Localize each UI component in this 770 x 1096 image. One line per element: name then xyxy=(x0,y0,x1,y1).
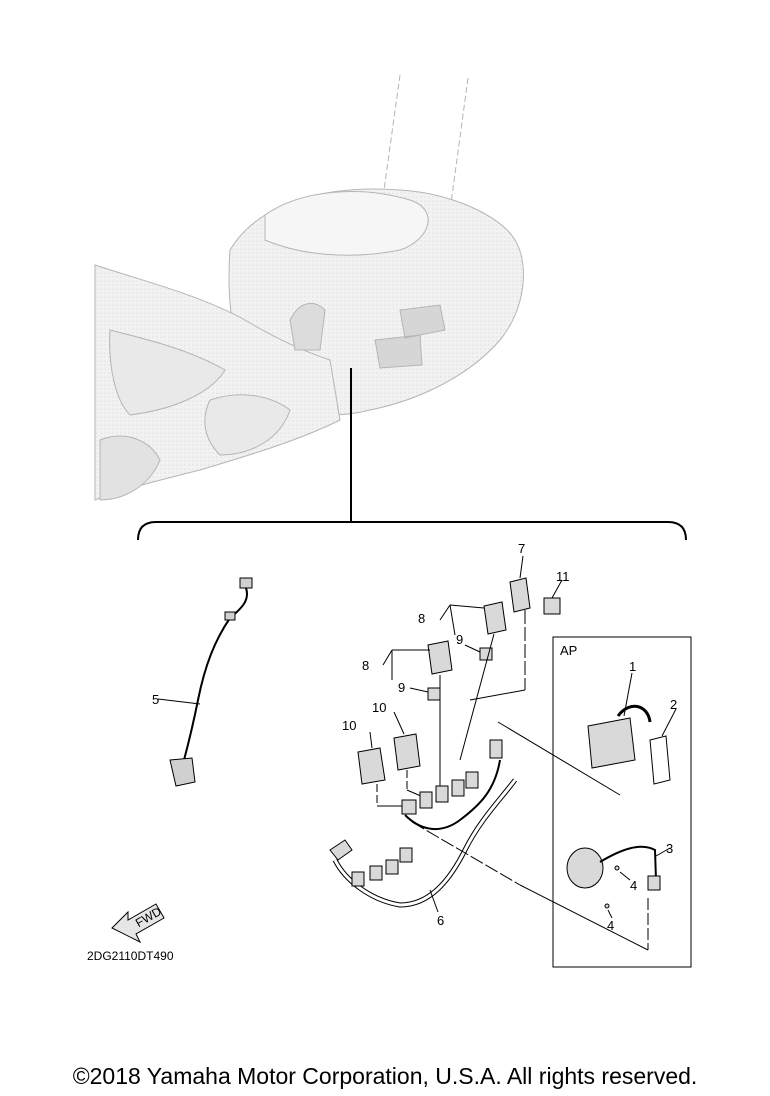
part-8-9-lower xyxy=(382,640,453,790)
callout-6: 6 xyxy=(437,913,444,928)
callout-8a: 8 xyxy=(418,611,425,626)
motorcycle-overview-illustration xyxy=(94,74,524,501)
callout-1: 1 xyxy=(629,659,636,674)
callout-11: 11 xyxy=(556,569,570,584)
callout-9a: 9 xyxy=(456,632,463,647)
part-3-4-sensor-screws xyxy=(519,845,671,951)
callout-9b: 9 xyxy=(398,680,405,695)
copyright-notice: ©2018 Yamaha Motor Corporation, U.S.A. A… xyxy=(72,1063,698,1089)
part-6-wire-harness xyxy=(329,739,521,913)
part-8-9-upper xyxy=(439,601,507,761)
callout-8b: 8 xyxy=(362,658,369,673)
part-7-11 xyxy=(469,555,563,701)
group-bracket xyxy=(137,521,687,541)
ap-optional-parts-box xyxy=(552,636,692,968)
callout-3: 3 xyxy=(666,841,673,856)
callout-4a: 4 xyxy=(630,878,637,893)
parts-diagram: 5 10 10 8 9 8 9 xyxy=(87,74,692,968)
fwd-arrow-icon: FWD xyxy=(111,903,165,944)
part-10-relays xyxy=(357,711,431,807)
callout-10b: 10 xyxy=(372,700,386,715)
callout-5: 5 xyxy=(152,692,159,707)
callout-7: 7 xyxy=(518,541,525,556)
ap-label: AP xyxy=(560,643,577,658)
reference-code: 2DG2110DT490 xyxy=(87,949,174,963)
part-1-2-module-bracket xyxy=(497,672,677,796)
callout-10a: 10 xyxy=(342,718,356,733)
callout-4b: 4 xyxy=(607,918,614,933)
callout-2: 2 xyxy=(670,697,677,712)
part-5-sensor-lead xyxy=(157,577,253,787)
